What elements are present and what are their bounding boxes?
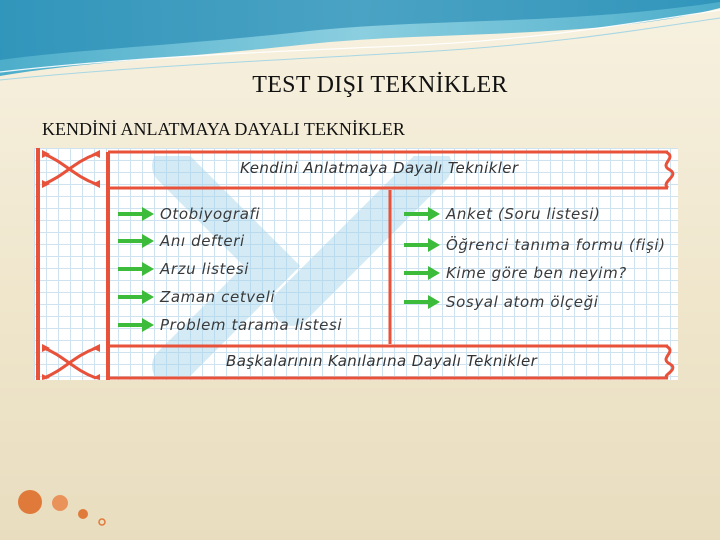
top-banner-title: Kendini Anlatmaya Dayalı Teknikler [240, 159, 519, 177]
list-item-label: Anı defteri [160, 232, 245, 250]
list-item-label: Kime göre ben neyim? [446, 264, 627, 282]
arrow-right-icon [118, 318, 154, 332]
list-item: Zaman cetveli [118, 286, 275, 308]
arrow-right-icon [118, 207, 154, 221]
figure-frame [36, 148, 675, 380]
header-wave-decoration [0, 0, 720, 81]
list-item-label: Zaman cetveli [160, 288, 276, 306]
arrow-right-icon [118, 290, 154, 304]
list-item: Arzu listesi [118, 258, 249, 280]
slide-title: TEST DIŞI TEKNİKLER [252, 72, 508, 98]
arrow-right-icon [404, 238, 440, 252]
list-item: Problem tarama listesi [118, 314, 342, 336]
list-item: Otobiyografi [118, 203, 260, 225]
slide-subtitle: KENDİNİ ANLATMAYA DAYALI TEKNİKLER [42, 119, 405, 139]
list-item-label: Öğrenci tanıma formu (fişi) [446, 236, 666, 254]
list-item: Sosyal atom ölçeği [404, 291, 598, 313]
list-item: Anı defteri [118, 230, 245, 252]
decorative-circles [18, 490, 106, 526]
list-item-label: Anket (Soru listesi) [446, 205, 601, 223]
arrow-right-icon [404, 207, 440, 221]
list-item-label: Otobiyografi [160, 205, 261, 223]
list-item-label: Arzu listesi [160, 260, 250, 278]
arrow-right-icon [118, 262, 154, 276]
arrow-right-icon [404, 266, 440, 280]
list-item-label: Problem tarama listesi [160, 316, 343, 334]
arrow-right-icon [404, 295, 440, 309]
list-item: Kime göre ben neyim? [404, 262, 627, 284]
list-item: Öğrenci tanıma formu (fişi) [404, 234, 666, 256]
techniques-figure: Kendini Anlatmaya Dayalı Teknikler Başka… [34, 148, 678, 380]
arrow-right-icon [118, 234, 154, 248]
list-item: Anket (Soru listesi) [404, 203, 600, 225]
bottom-banner-title: Başkalarının Kanılarına Dayalı Teknikler [226, 352, 538, 370]
list-item-label: Sosyal atom ölçeği [446, 293, 599, 311]
